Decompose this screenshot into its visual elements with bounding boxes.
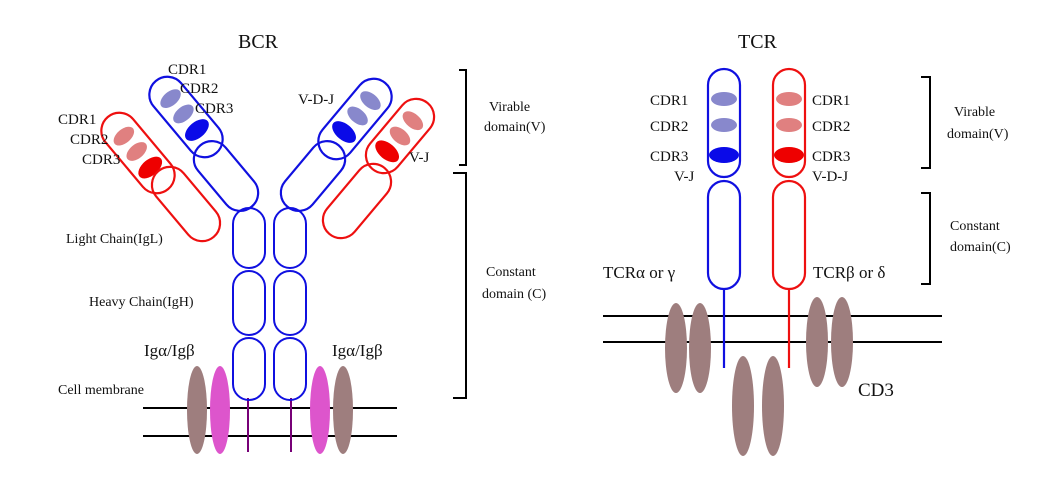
bcr-left-cdr1: CDR1	[58, 112, 96, 128]
tcr-constant-label-1: Constant	[950, 219, 1000, 234]
heavy-chain-c-left-3	[232, 337, 266, 401]
ig-beta-right	[333, 366, 353, 454]
tcr-alpha-cdr1	[711, 92, 737, 106]
tcr-beta-cdr1	[776, 92, 802, 106]
tcr-title: TCR	[738, 31, 778, 53]
tcr-left-vj: V-J	[674, 169, 694, 185]
heavy-chain-c-left-2	[232, 270, 266, 336]
cd3-subunit-6	[762, 356, 784, 456]
bcr-vdj-label: V-D-J	[298, 92, 334, 108]
tcr-beta-c-domain	[771, 179, 807, 291]
light-chain-label: Light Chain(IgL)	[66, 232, 163, 247]
tcr-constant-bracket	[921, 192, 931, 285]
tcr-alpha-cdr2	[711, 118, 737, 132]
tcr-right-cdr2: CDR2	[812, 119, 850, 135]
bcr-constant-label-2: domain (C)	[482, 287, 546, 302]
tcr-beta-cdr2	[776, 118, 802, 132]
light-chain-v-left	[100, 111, 176, 195]
tcr-beta-v-domain	[771, 67, 807, 179]
bcr-top-cdr1: CDR1	[168, 62, 206, 78]
tcr-constant-label-2: domain(C)	[950, 240, 1011, 255]
tcr-left-cdr1: CDR1	[650, 93, 688, 109]
cd3-subunit-4	[831, 297, 853, 387]
tcr-alpha-label: TCRα or γ	[603, 263, 676, 282]
ig-alpha-right	[310, 366, 330, 454]
bcr-variable-label-2: domain(V)	[484, 120, 546, 135]
bcr-top-cdr3: CDR3	[195, 101, 233, 117]
heavy-chain-c-right-1	[273, 207, 307, 269]
cd3-subunit-3	[806, 297, 828, 387]
tcr-variable-label-2: domain(V)	[947, 127, 1009, 142]
heavy-chain-label: Heavy Chain(IgH)	[89, 295, 194, 310]
heavy-chain-v-right	[317, 77, 393, 161]
tcr-right-cdr3: CDR3	[812, 149, 850, 165]
heavy-chain-c1-left	[192, 140, 260, 212]
tcr-beta-cdr3	[774, 147, 804, 163]
light-chain-c-right	[321, 162, 393, 240]
tcr-right-vdj: V-D-J	[812, 169, 848, 185]
heavy-chain-v-left	[148, 75, 224, 159]
bcr-vj-label: V-J	[409, 150, 429, 166]
tcr-alpha-v-domain	[706, 67, 742, 179]
cd3-subunit-1	[665, 303, 687, 393]
bcr-title: BCR	[238, 31, 279, 53]
bcr-variable-label-1: Virable	[489, 100, 530, 115]
tcr-alpha-c-domain	[706, 179, 742, 291]
cd3-subunit-2	[689, 303, 711, 393]
light-chain-c-left	[150, 165, 222, 243]
tcr-alpha-cdr3	[709, 147, 739, 163]
cd3-subunit-5	[732, 356, 754, 456]
tcr-left-cdr2: CDR2	[650, 119, 688, 135]
tcr-left-cdr3: CDR3	[650, 149, 688, 165]
cell-membrane-label: Cell membrane	[58, 383, 144, 398]
heavy-chain-c-right-2	[273, 270, 307, 336]
heavy-chain-c-right-3	[273, 337, 307, 401]
tcr-variable-bracket	[921, 76, 931, 169]
ig-label-left: Igα/Igβ	[144, 341, 195, 360]
tcr-right-cdr1: CDR1	[812, 93, 850, 109]
bcr-variable-bracket	[459, 69, 467, 166]
bcr-top-cdr2: CDR2	[180, 81, 218, 97]
light-chain-v-right	[364, 97, 436, 175]
ig-beta-left	[187, 366, 207, 454]
cd3-label: CD3	[858, 380, 894, 401]
bcr-constant-label-1: Constant	[486, 265, 536, 280]
heavy-chain-c-left-1	[232, 207, 266, 269]
heavy-chain-c1-right	[279, 140, 347, 212]
ig-label-right: Igα/Igβ	[332, 341, 383, 360]
bcr-left-cdr2: CDR2	[70, 132, 108, 148]
tcr-beta-label: TCRβ or δ	[813, 263, 885, 282]
bcr-constant-bracket	[453, 172, 467, 399]
tcr-variable-label-1: Virable	[954, 105, 995, 120]
bcr-left-cdr3: CDR3	[82, 152, 120, 168]
ig-alpha-left	[210, 366, 230, 454]
